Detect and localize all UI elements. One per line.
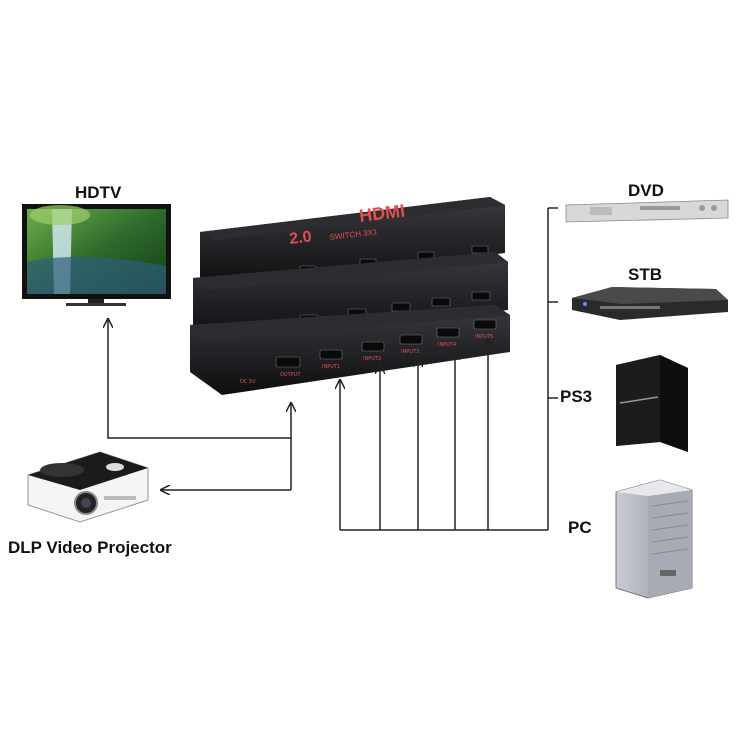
hdmi-port-icon	[399, 334, 423, 345]
hdtv-arrow	[108, 320, 291, 439]
hdmi-port-icon	[319, 349, 343, 360]
ps3-label: PS3	[560, 387, 593, 406]
pc-tower-icon	[615, 479, 693, 599]
input1-port-label: INPUT1	[322, 364, 340, 370]
hdtv-icon	[22, 204, 171, 306]
connection-lines	[108, 207, 558, 531]
hdmi-port-icon	[361, 341, 385, 352]
input4-port-label: INPUT4	[438, 342, 456, 348]
projector-icon	[27, 451, 149, 523]
set-top-box-icon	[572, 287, 728, 320]
pc-label: PC	[568, 518, 592, 537]
ps3-console-icon	[616, 355, 688, 452]
stb-label: STB	[628, 265, 662, 284]
input5-port-label: INPUT5	[475, 334, 493, 340]
input3-port-label: INPUT3	[401, 349, 419, 355]
hdtv-label: HDTV	[75, 183, 122, 202]
projector-label: DLP Video Projector	[8, 538, 172, 557]
dvd-label: DVD	[628, 181, 664, 200]
hdmi-switch-stack: HDMI 2.0 SWITCH 3X1 DC 5V	[190, 197, 510, 395]
dvd-player-icon	[565, 199, 729, 223]
dc-label-front: DC 5V	[240, 379, 256, 385]
hdmi-port-icon	[471, 245, 489, 254]
switch-unit-bottom: DC 5V OUTPUT INPUT1 INPUT2 INPUT3 INPUT4…	[190, 305, 510, 395]
hdmi-port-icon	[471, 291, 491, 301]
output-port-label: OUTPUT	[280, 372, 301, 378]
hdmi-port-icon	[431, 297, 451, 307]
hdmi-port-icon	[275, 356, 301, 368]
input2-port-label: INPUT2	[363, 356, 381, 362]
switch-version: 2.0	[288, 228, 312, 248]
hdmi-port-icon	[391, 302, 411, 312]
hdmi-port-icon	[473, 319, 497, 330]
hdmi-port-icon	[436, 327, 460, 338]
